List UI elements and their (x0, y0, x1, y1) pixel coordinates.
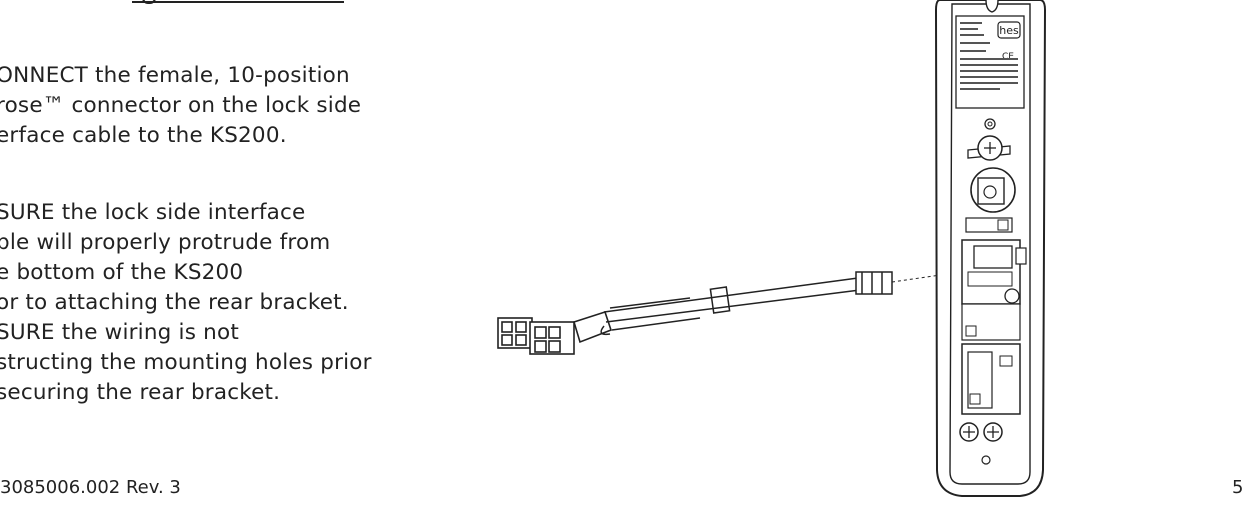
toggle-switch-slider (997, 219, 1009, 231)
lock-top-notch (985, 0, 999, 13)
fine-print (960, 50, 986, 52)
cable-sleeve (709, 286, 731, 314)
fine-print (960, 64, 1018, 66)
cavity-tab (965, 325, 977, 337)
heading-rule (132, 1, 344, 3)
interface-cable (600, 277, 861, 336)
brand-logo: hes (999, 24, 1019, 37)
instruction-line: rose™ connector on the lock side (0, 93, 362, 118)
document-number: 3085006.002 Rev. 3 (0, 477, 181, 498)
screw-head-right (987, 426, 999, 438)
connector-pin-a4 (515, 334, 527, 346)
certification-mark: CE (1002, 52, 1014, 62)
fine-print (960, 70, 1018, 72)
fine-print (960, 58, 1018, 60)
cable-wire (611, 317, 701, 331)
fine-print (960, 42, 990, 44)
cable-end-connector (855, 271, 893, 295)
instruction-line: SURE the lock side interface (0, 200, 306, 225)
fine-print (960, 28, 978, 30)
instruction-connect: ONNECT the female, 10-position rose™ con… (0, 61, 361, 151)
page-number: 5 (1232, 477, 1244, 498)
ten-position-connector (497, 310, 613, 355)
fine-print (960, 22, 982, 24)
connector-pin-a2 (515, 321, 527, 333)
instruction-line: erface cable to the KS200. (0, 123, 287, 148)
instruction-line: SURE the wiring is not (0, 320, 239, 345)
brand-logo-box (997, 21, 1021, 39)
bottom-hole (981, 455, 991, 465)
cavity-latch (969, 393, 981, 405)
cable-loop (600, 325, 611, 336)
connector-pin-a1 (501, 321, 513, 333)
cylinder-core (977, 177, 1005, 205)
connector-pin-b1 (534, 326, 547, 339)
instruction-line: e bottom of the KS200 (0, 260, 244, 285)
cable-edge-top (603, 277, 859, 313)
instruction-line: ONNECT the female, 10-position (0, 63, 350, 88)
connector-pin-b2 (534, 340, 547, 353)
connector-latch (573, 310, 613, 344)
end-connector-body (855, 271, 893, 295)
cylinder-keyway (983, 185, 997, 199)
label-fine-print (960, 22, 1018, 90)
screw-hole-center (987, 121, 993, 127)
instruction-ensure: SURE the lock side interface ble will pr… (0, 198, 372, 408)
connection-leader-line (891, 269, 976, 283)
fine-print (960, 34, 984, 36)
fine-print (960, 76, 1018, 78)
cable-wire (609, 297, 691, 309)
instruction-line: or to attaching the rear bracket. (0, 290, 349, 315)
port-label (967, 271, 1013, 287)
section-heading-underline (132, 0, 344, 4)
connector-pin-b3 (548, 326, 561, 339)
instruction-line: securing the rear bracket. (0, 380, 281, 405)
connector-port (973, 245, 1013, 269)
instruction-line: ble will properly protrude from (0, 230, 331, 255)
mounting-hole-upper (1004, 288, 1020, 304)
ks200-lock-body: hes CE (934, 0, 1047, 497)
connector-pin-b4 (548, 340, 561, 353)
fine-print (960, 88, 1000, 90)
battery-clip (999, 355, 1013, 367)
port-clip (1015, 247, 1027, 265)
cable-edge-bottom (605, 289, 861, 323)
fine-print (960, 82, 1018, 84)
screw-head-left (963, 426, 975, 438)
connector-pin-a3 (501, 334, 513, 346)
instruction-line: structing the mounting holes prior (0, 350, 372, 375)
